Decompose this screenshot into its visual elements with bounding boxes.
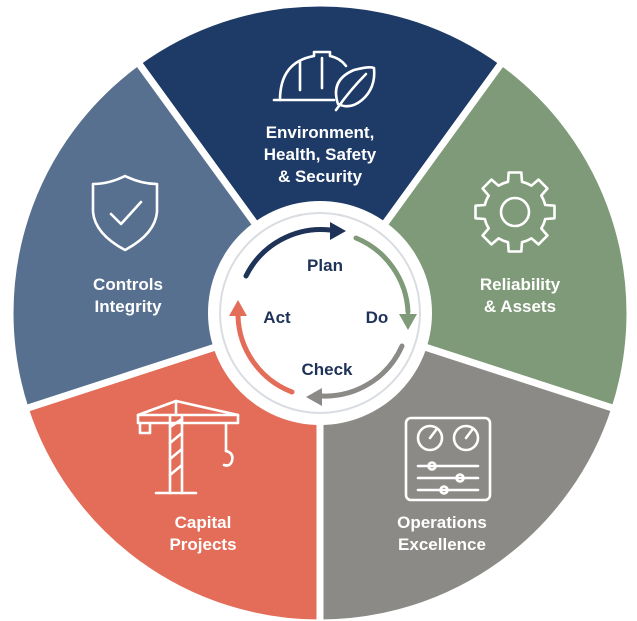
check-arrowhead: [306, 388, 322, 406]
label-ehs-line-3: & Security: [278, 167, 363, 186]
check-arrow: [319, 343, 405, 399]
plan-arrowhead: [330, 222, 346, 240]
control-panel-icon: [404, 416, 492, 502]
plan-label: Plan: [307, 256, 343, 275]
gear-icon: [474, 171, 556, 253]
hardhat-leaf-icon: [272, 50, 376, 112]
label-capital-line-2: Projects: [169, 535, 236, 554]
label-capital-line-1: Capital: [175, 513, 232, 532]
shield-check-icon: [91, 174, 159, 252]
label-operations-line-2: Excellence: [398, 535, 486, 554]
check-label: Check: [301, 360, 353, 379]
label-ehs-line-1: Environment,: [266, 123, 375, 142]
act-arrowhead: [229, 300, 247, 316]
label-controls-line-1: Controls: [93, 275, 163, 294]
act-arrow: [235, 313, 295, 395]
label-operations-line-1: Operations: [397, 513, 487, 532]
do-label: Do: [366, 308, 389, 327]
act-label: Act: [263, 308, 291, 327]
label-reliability-line-2: & Assets: [484, 297, 556, 316]
pdca-hub: Plan Do Check Act: [208, 201, 432, 425]
crane-icon: [136, 399, 240, 495]
segment-ehs: [134, 0, 506, 317]
label-reliability-line-1: Reliability: [480, 275, 561, 294]
segment-labels: Environment, Health, Safety & Security R…: [93, 123, 561, 554]
plan-arrow: [243, 227, 333, 279]
do-arrowhead: [399, 314, 417, 330]
label-controls-line-2: Integrity: [94, 297, 162, 316]
do-arrow: [353, 235, 411, 315]
label-ehs-line-2: Health, Safety: [264, 145, 377, 164]
hub-ring: [219, 212, 421, 414]
